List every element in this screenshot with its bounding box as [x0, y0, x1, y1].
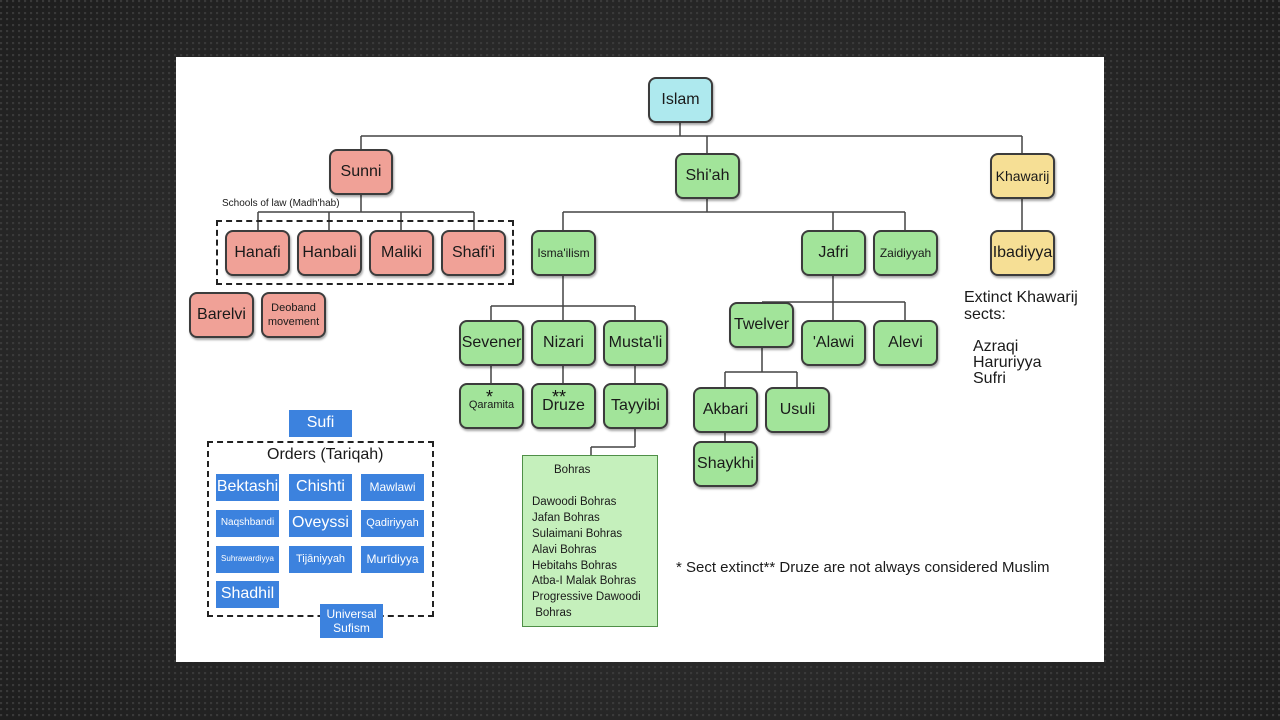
node-jafri: Jafri — [801, 230, 866, 276]
node-maliki: Maliki — [369, 230, 434, 276]
order-qadiriyyah: Qadiriyyah — [361, 510, 424, 537]
schools-group — [216, 220, 514, 285]
node-alevi: Alevi — [873, 320, 938, 366]
node-tayyibi: Tayyibi — [603, 383, 668, 429]
bohras-item: Dawoodi Bohras — [532, 496, 617, 508]
order-tijaniyyah: Tijāniyyah — [289, 546, 352, 573]
order-mawlawi: Mawlawi — [361, 474, 424, 501]
node-druze: Druze — [531, 383, 596, 429]
node-hanafi: Hanafi — [225, 230, 290, 276]
node-shiah: Shi'ah — [675, 153, 740, 199]
order-chishti: Chishti — [289, 474, 352, 501]
bohras-item: Jafan Bohras — [532, 512, 600, 524]
universal-sufism: Universal Sufism — [320, 604, 383, 638]
node-ismailism: Isma'ilism — [531, 230, 596, 276]
bohras-item: Atba-I Malak Bohras — [532, 575, 637, 587]
bohras-item: Alavi Bohras — [532, 544, 597, 556]
qaramita-extinct-mark: * — [486, 387, 494, 407]
extinct-khawarij-title: Extinct Khawarij — [964, 289, 1078, 306]
order-shadhil: Shadhil — [216, 581, 279, 608]
node-ibadiyya: Ibadiyya — [990, 230, 1055, 276]
node-hanbali: Hanbali — [297, 230, 362, 276]
universal-sufism-label: Universal Sufism — [326, 606, 377, 635]
schools-caption: Schools of law (Madh'hab) — [222, 198, 340, 209]
node-nizari: Nizari — [531, 320, 596, 366]
node-sunni: Sunni — [329, 149, 393, 195]
bohras-title: Bohras — [554, 464, 591, 476]
node-shafii: Shafi'i — [441, 230, 506, 276]
node-usuli: Usuli — [765, 387, 830, 433]
node-mustali: Musta'li — [603, 320, 668, 366]
extinct-sect: Azraqi — [973, 338, 1019, 355]
node-khawarij: Khawarij — [990, 153, 1055, 199]
bohras-item: Sulaimani Bohras — [532, 528, 623, 540]
footnote: * Sect extinct** Druze are not always co… — [676, 559, 1050, 576]
sufi-orders-title: Orders (Tariqah) — [267, 446, 384, 463]
order-bektashi: Bektashi — [216, 474, 279, 501]
node-sevener: Sevener — [459, 320, 524, 366]
bohras-item: Progressive Dawoodi — [532, 591, 641, 603]
order-oveyssi: Oveyssi — [289, 510, 352, 537]
node-alawi: 'Alawi — [801, 320, 866, 366]
bohras-item: Hebitahs Bohras — [532, 560, 618, 572]
node-akbari: Akbari — [693, 387, 758, 433]
druze-mark: ** — [552, 387, 567, 407]
node-qaramita: Qaramita — [459, 383, 524, 429]
node-shaykhi: Shaykhi — [693, 441, 758, 487]
node-zaidiyyah: Zaidiyyah — [873, 230, 938, 276]
node-twelver: Twelver — [729, 302, 794, 348]
node-barelvi: Barelvi — [189, 292, 254, 338]
extinct-sect: Haruriyya — [973, 354, 1042, 371]
order-naqshbandi: Naqshbandi — [216, 510, 279, 537]
sufi-title: Sufi — [289, 410, 352, 437]
node-deoband: Deoband movement — [261, 292, 326, 338]
node-islam: Islam — [648, 77, 713, 123]
bohras-box: Bohras Dawoodi Bohras Jafan Bohras Sulai… — [522, 455, 658, 627]
order-muridiyya: Murīdiyya — [361, 546, 424, 573]
extinct-sect: Sufri — [973, 370, 1006, 387]
extinct-khawarij-title-2: sects: — [964, 306, 1006, 323]
bohras-item: Bohras — [532, 607, 572, 619]
order-suhrawardiyya: Suhrawardiyya — [216, 546, 279, 573]
deoband-label: Deoband movement — [267, 301, 320, 328]
